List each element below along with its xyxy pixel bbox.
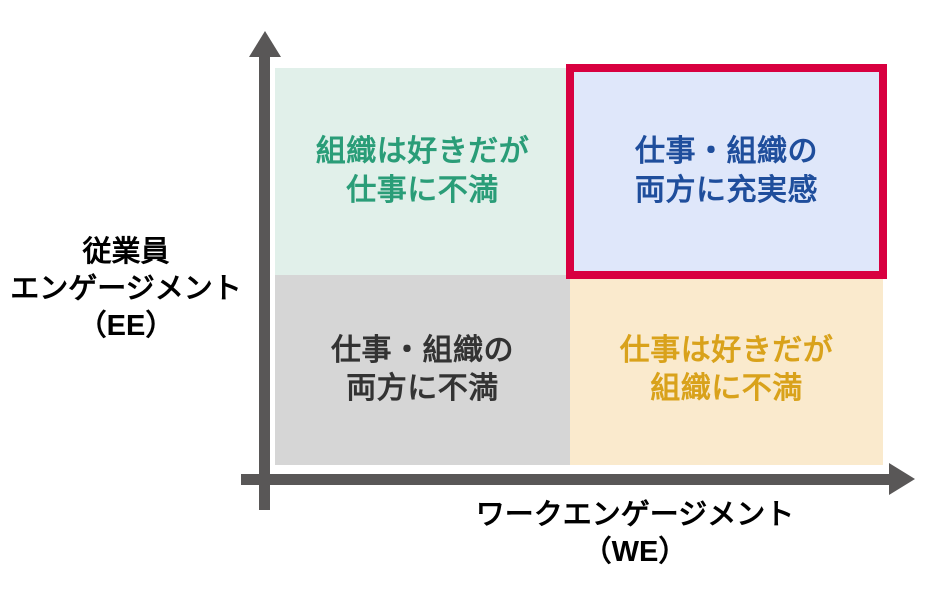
quadrant-bottom-left-label: 仕事・組織の 両方に不満 xyxy=(331,333,514,405)
quadrant-top-left-label: 組織は好きだが 仕事に不満 xyxy=(315,135,530,207)
quadrant-bottom-right: 仕事は好きだが 組織に不満 xyxy=(570,275,883,465)
quadrant-bottom-left: 仕事・組織の 両方に不満 xyxy=(275,275,570,465)
y-axis-title: 従業員 エンゲージメント （EE） xyxy=(10,236,242,342)
x-axis-title: ワークエンゲージメント （WE） xyxy=(475,499,795,568)
quadrant-top-right: 仕事・組織の 両方に充実感 xyxy=(570,68,883,275)
y-axis-line xyxy=(259,52,270,510)
arrow-right-icon xyxy=(889,463,915,495)
quadrant-top-left: 組織は好きだが 仕事に不満 xyxy=(275,68,570,275)
arrow-up-icon xyxy=(249,31,281,57)
quadrant-top-right-label: 仕事・組織の 両方に充実感 xyxy=(635,135,818,207)
x-axis-line xyxy=(241,474,896,485)
quadrant-bottom-right-label: 仕事は好きだが 組織に不満 xyxy=(619,333,834,405)
